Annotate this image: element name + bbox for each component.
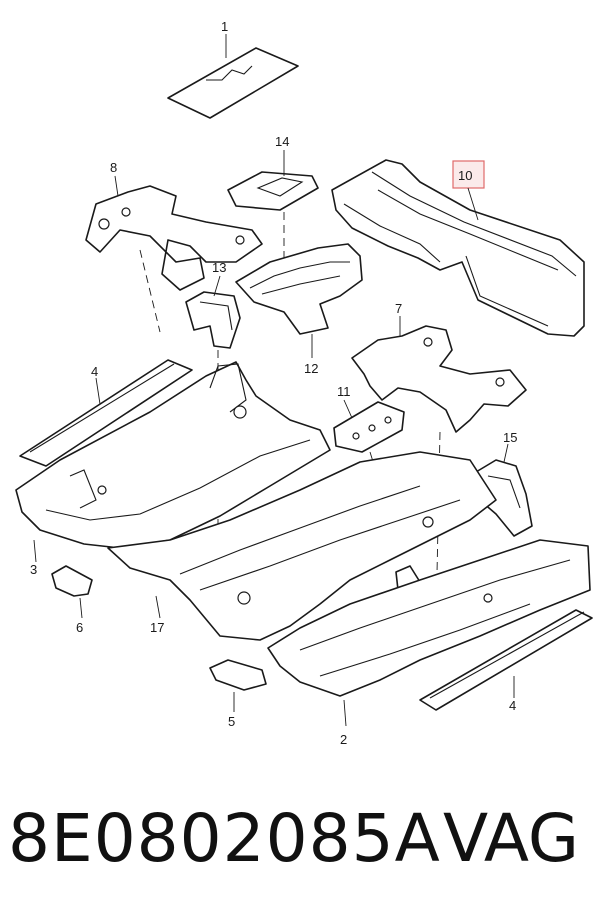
- part-14-plate: 14: [227, 134, 319, 262]
- part-17-center-floor: 17: [107, 451, 497, 641]
- part-4-sill-right: 4: [419, 609, 593, 713]
- part-15-bracket: 15: [475, 430, 533, 537]
- label-7: 7: [395, 301, 402, 316]
- label-6: 6: [76, 620, 83, 635]
- part-5-bracket: 5: [209, 659, 267, 729]
- label-5: 5: [228, 714, 235, 729]
- label-2: 2: [340, 732, 347, 747]
- label-14: 14: [275, 134, 289, 149]
- part-6-bracket: 6: [51, 565, 93, 635]
- part-2-rear-floor: 2: [267, 539, 591, 747]
- part-10-rear-panel: 10: [331, 159, 585, 337]
- part-number-text: 8E0802085A: [8, 800, 441, 877]
- label-8: 8: [110, 160, 117, 175]
- brand-text: VAG: [443, 800, 580, 877]
- parts-exploded-diagram: 1 14 8 10 12: [15, 19, 593, 747]
- label-15: 15: [503, 430, 517, 445]
- label-17: 17: [150, 620, 164, 635]
- label-1: 1: [221, 19, 228, 34]
- part-8-crossmember: 8: [85, 160, 263, 333]
- label-10: 10: [458, 168, 472, 183]
- highlight-box: [452, 160, 485, 189]
- label-4b: 4: [509, 698, 516, 713]
- part-12-bracket: 12: [235, 243, 363, 376]
- part-4-sill-left: 4: [19, 359, 193, 467]
- label-12: 12: [304, 361, 318, 376]
- part-3-front-floor: 3: [15, 361, 331, 577]
- part-1-mat: 1: [167, 19, 299, 119]
- label-4a: 4: [91, 364, 98, 379]
- label-11: 11: [337, 384, 351, 399]
- label-3: 3: [30, 562, 37, 577]
- label-13: 13: [212, 260, 226, 275]
